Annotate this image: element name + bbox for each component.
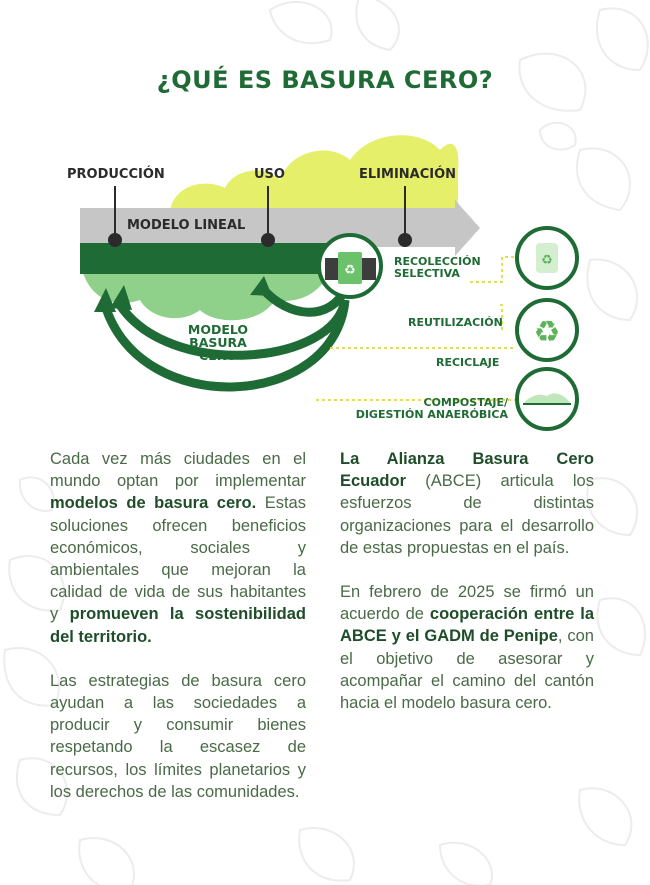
recoleccion-label: RECOLECCIÓN SELECTIVA <box>394 256 481 280</box>
recoleccion-line-1: RECOLECCIÓN <box>394 255 481 268</box>
svg-text:♻: ♻ <box>534 316 561 349</box>
yellow-cloud <box>170 135 459 212</box>
reciclaje-label: RECICLAJE <box>436 356 500 369</box>
right-p2-bold: cooperación entre la ABCE y el GADM de P… <box>340 605 594 646</box>
zero-waste-diagram: ♻ ♻ ♻ <box>80 135 579 431</box>
right-column: La Alianza Basura Cero Ecuador (ABCE) ar… <box>340 448 594 736</box>
left-column: Cada vez más ciudades en el mundo optan … <box>50 448 306 825</box>
right-p2-text-a: En febrero de 2025 se firmó un acuerdo d… <box>340 583 594 624</box>
right-paragraph-2: En febrero de 2025 se firmó un acuerdo d… <box>340 581 594 714</box>
left-p1-text-a: Cada vez más ciudades en el mundo optan … <box>50 450 306 491</box>
stage-eliminacion: ELIMINACIÓN <box>359 167 457 182</box>
right-paragraph-1: La Alianza Basura Cero Ecuador (ABCE) ar… <box>340 448 594 559</box>
zero-waste-model-label: MODELO BASURA CERO <box>180 323 256 362</box>
compostaje-line-1: COMPOSTAJE/ <box>423 396 509 409</box>
recycle-icon <box>515 298 579 362</box>
zero-waste-line-2: BASURA <box>189 335 247 350</box>
left-p1-bold-b: promueven la sostenibilidad del territor… <box>50 605 306 646</box>
svg-text:♻: ♻ <box>344 262 356 277</box>
left-p1-bold-a: modelos de basura cero. <box>50 494 257 513</box>
right-p2-text-b: , con el objetivo de asesorar y acompaña… <box>340 627 594 713</box>
zero-waste-line-3: CERO <box>199 348 237 363</box>
loop-arrows <box>100 284 350 392</box>
svg-text:♻: ♻ <box>541 252 553 267</box>
page-title: ¿QUÉ ES BASURA CERO? <box>156 66 494 94</box>
right-p1-text: (ABCE) articula los esfuerzos de distint… <box>340 472 594 557</box>
left-paragraph-2: Las estrategias de basura cero ayudan a … <box>50 671 306 801</box>
linear-model-label: MODELO LINEAL <box>127 218 246 233</box>
reutilizacion-label: REUTILIZACIÓN <box>408 316 503 329</box>
compostaje-line-2: DIGESTIÓN ANAERÓBICA <box>355 408 508 421</box>
stage-produccion: PRODUCCIÓN <box>67 167 165 182</box>
linear-model-arrow <box>80 200 480 256</box>
left-p1-text-b: Estas soluciones ofrecen beneficios econ… <box>50 494 306 624</box>
green-cloud <box>80 260 330 321</box>
stage-uso: USO <box>254 167 285 182</box>
recoleccion-line-2: SELECTIVA <box>394 267 460 280</box>
right-p1-bold: La Alianza Basura Cero Ecuador <box>340 450 594 491</box>
compostaje-label: COMPOSTAJE/ DIGESTIÓN ANAERÓBICA <box>346 397 508 421</box>
zero-waste-line-1: MODELO <box>187 322 249 337</box>
left-paragraph-1: Cada vez más ciudades en el mundo optan … <box>50 448 306 648</box>
